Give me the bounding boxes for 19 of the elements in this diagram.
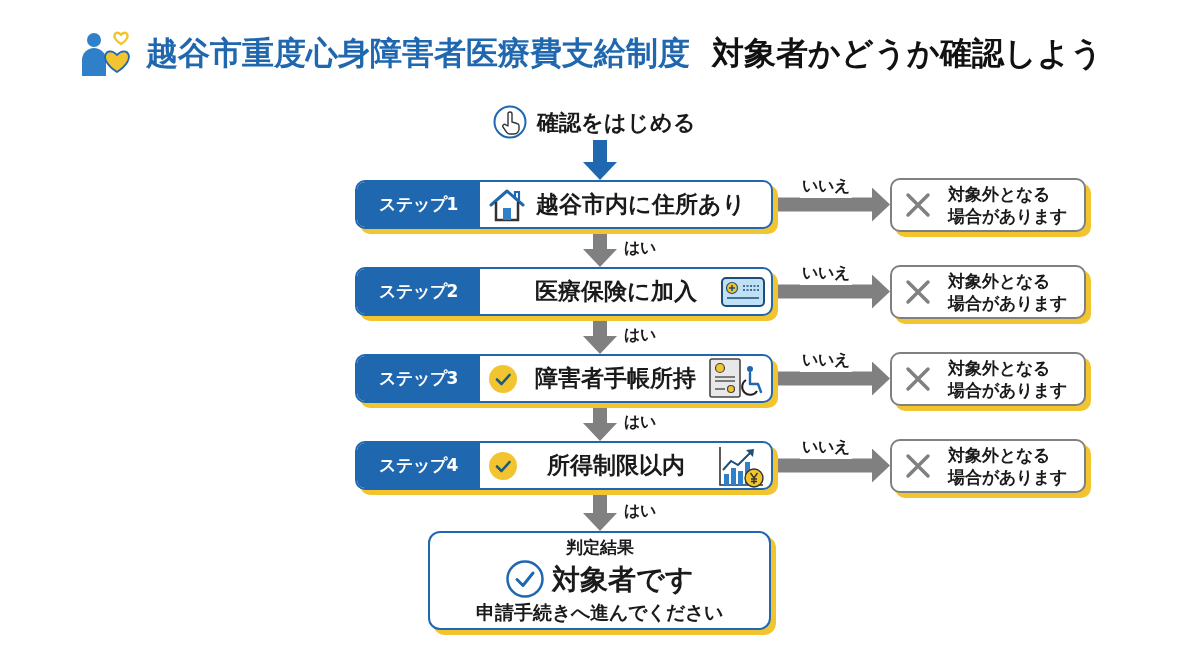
step-tab: ステップ3: [357, 356, 480, 401]
title: 越谷市重度心身障害者医療費支給制度: [146, 33, 690, 74]
condition-text: 障害者手帳所持: [535, 364, 696, 394]
outcome-text: 対象外となる場合があります: [948, 443, 1068, 489]
result-text: 対象者です: [551, 561, 694, 597]
outcome-text: 対象外となる場合があります: [948, 182, 1068, 228]
start-text: 確認をはじめる: [537, 108, 696, 137]
arrow: [583, 140, 617, 180]
step-tab: ステップ2: [357, 269, 480, 314]
condition-text: 越谷市内に住所あり: [535, 190, 746, 220]
condition-text: 所得制限以内: [546, 451, 685, 481]
condition-text: 医療保険に加入: [534, 277, 697, 307]
subtitle: 対象者かどうか確認しよう: [712, 33, 1103, 74]
step-tab: ステップ4: [357, 443, 480, 488]
instruction-text: 申請手続きへ進んでください: [476, 600, 723, 625]
outcome-text: 対象外となる場合があります: [948, 356, 1068, 402]
result-heading: 判定結果: [565, 535, 634, 559]
outcome-text: 対象外となる場合があります: [948, 269, 1068, 315]
step-tab: ステップ1: [357, 182, 480, 227]
